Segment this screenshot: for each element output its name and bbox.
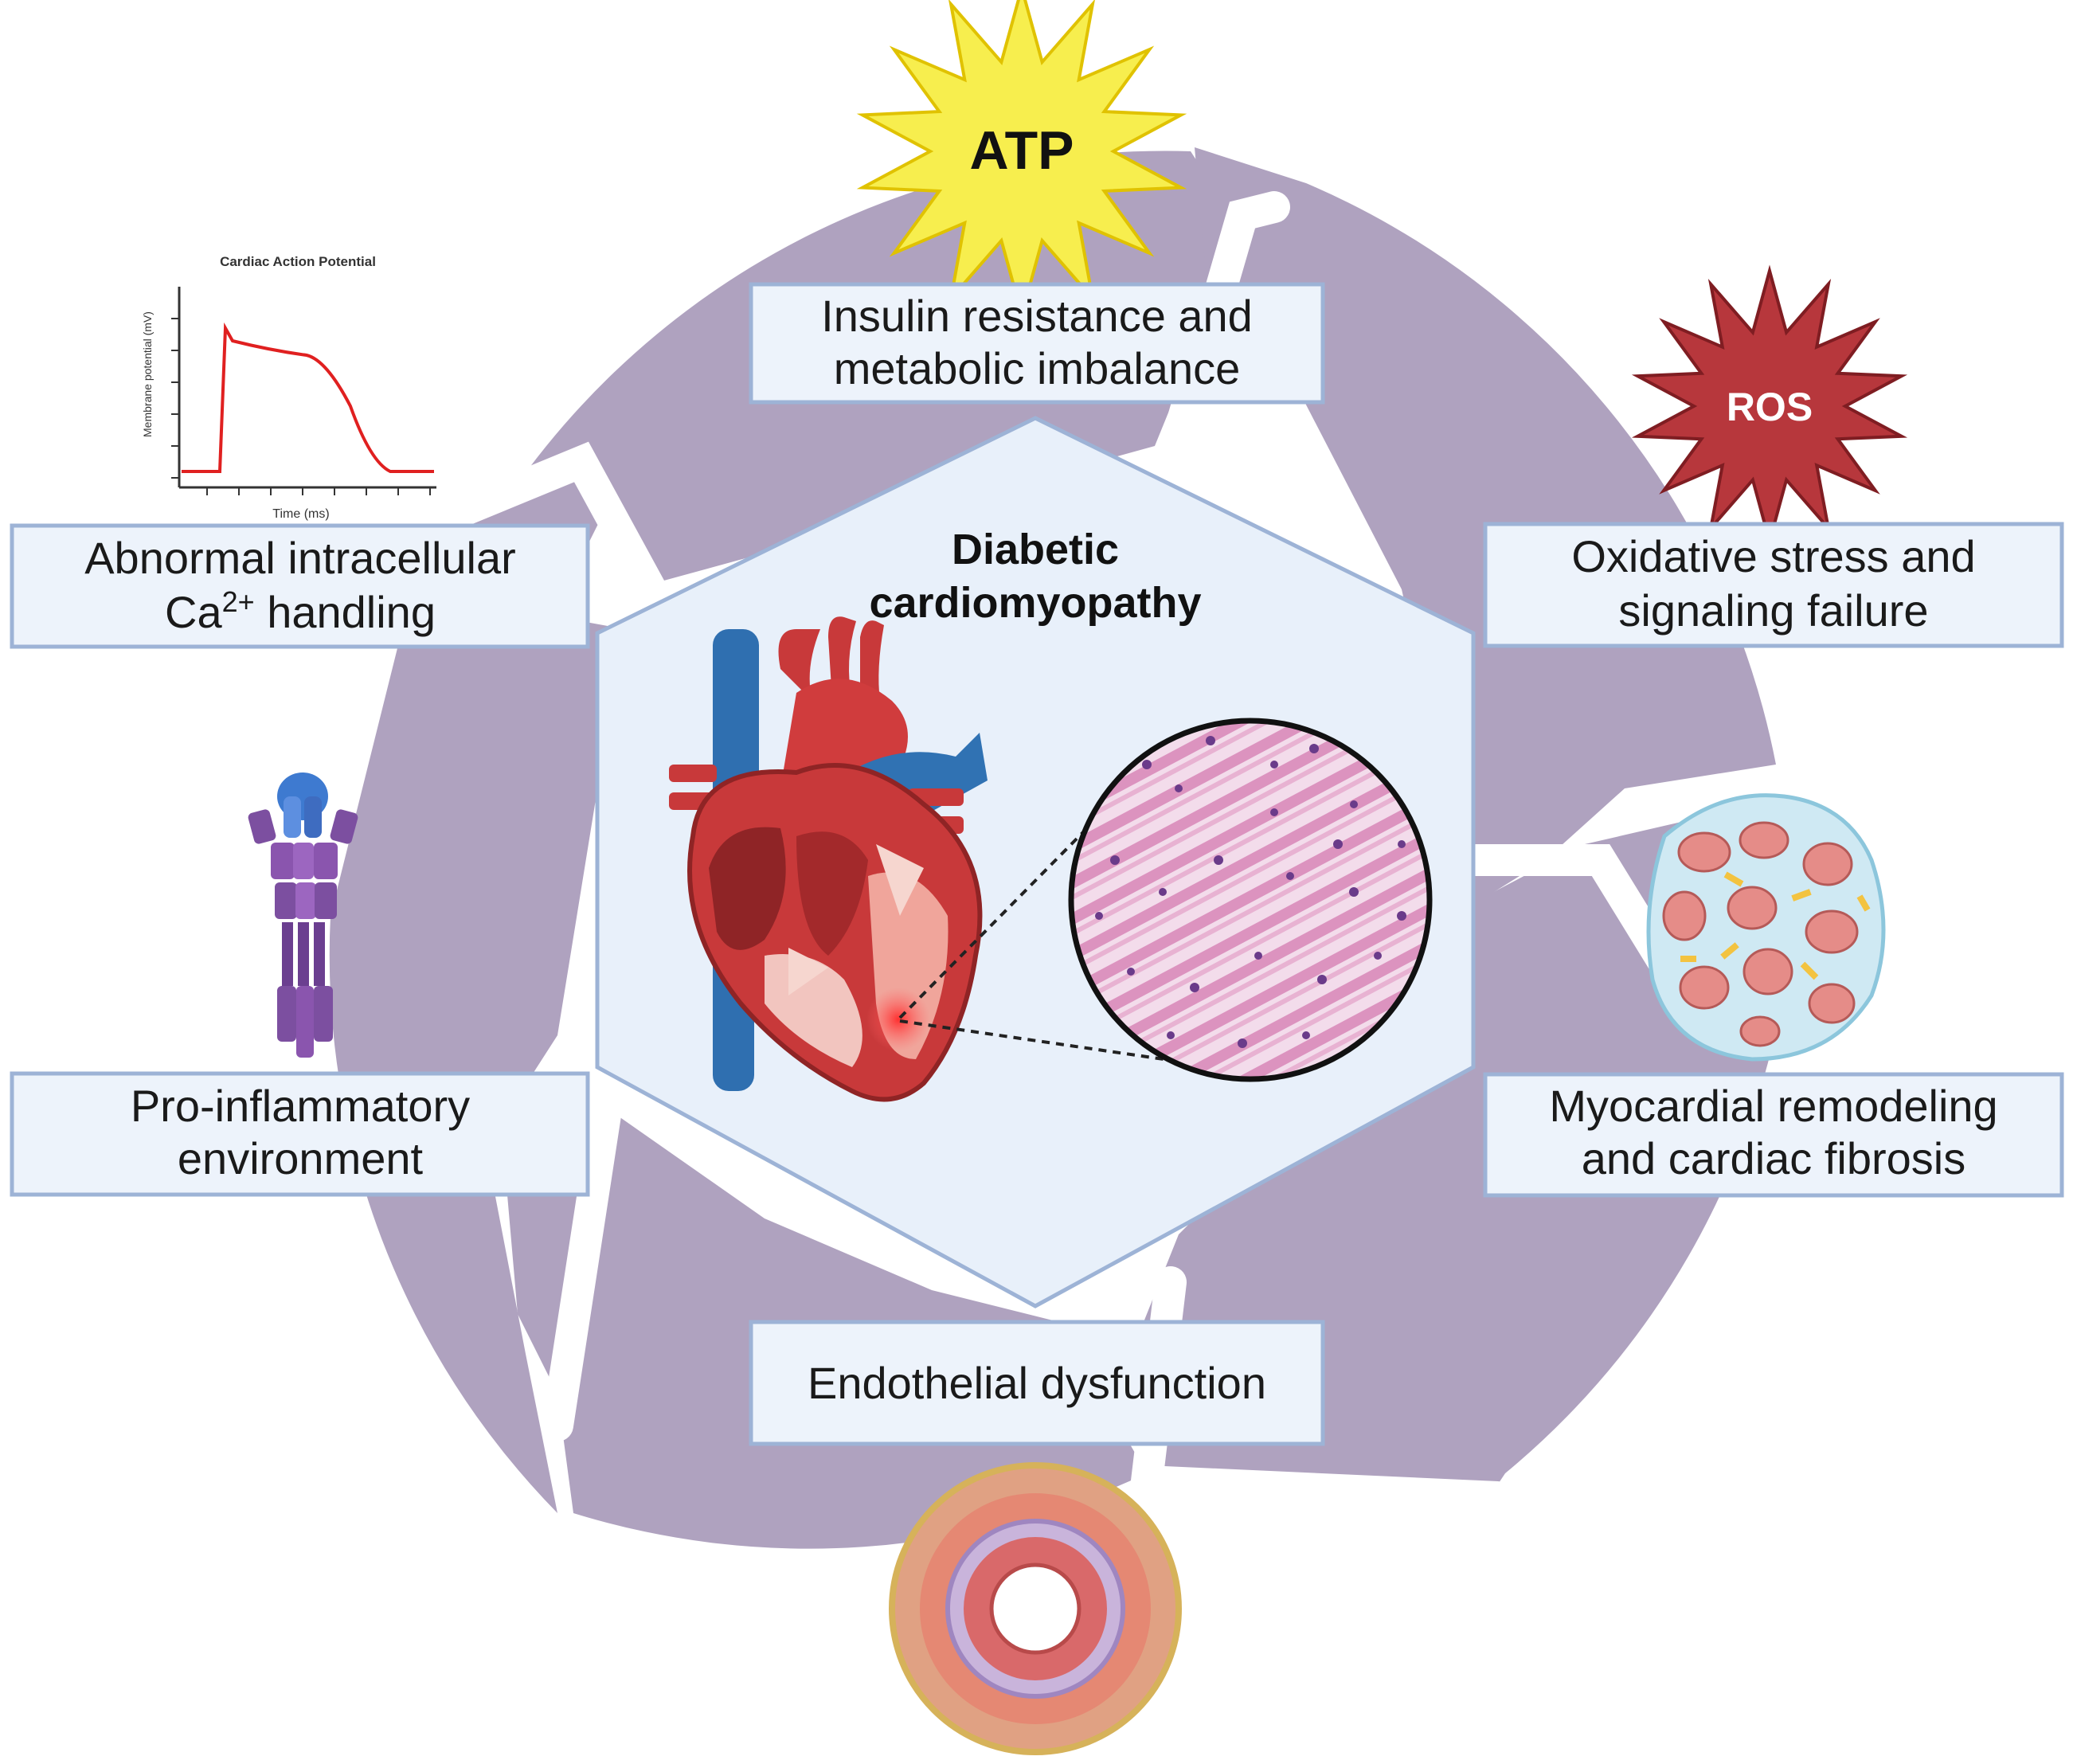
box-insulin-resistance: Insulin resistance and metabolic imbalan… xyxy=(749,282,1325,405)
box-oxidative-line1: Oxidative stress and xyxy=(1571,531,1975,581)
box-remodeling-line1: Myocardial remodeling xyxy=(1549,1081,1997,1131)
fibrosis-tissue-icon xyxy=(1646,793,1886,1062)
action-potential-title: Cardiac Action Potential xyxy=(220,254,376,269)
heart-illustration xyxy=(669,616,988,1102)
center-title-line1: Diabetic xyxy=(952,526,1119,573)
zoom-lines xyxy=(898,827,1219,1069)
box-calcium-handling: Abnormal intracellular Ca2+ handling xyxy=(10,523,590,649)
action-potential-ylabel: Membrane potential (mV) xyxy=(141,311,154,437)
box-endothelial-dysfunction: Endothelial dysfunction xyxy=(749,1320,1325,1446)
vessel-cross-section-icon xyxy=(889,1462,1182,1755)
action-potential-chart: Cardiac Action Potential Time (ms) Membr… xyxy=(119,239,454,526)
cycle-segment-left xyxy=(329,502,669,1513)
action-potential-xlabel: Time (ms) xyxy=(272,507,329,521)
box-oxidative-line2: signaling failure xyxy=(1618,585,1928,636)
histology-magnified xyxy=(1068,718,1433,1082)
box-calcium-line2: Ca2+ handling xyxy=(165,585,436,637)
box-remodeling-line2: and cardiac fibrosis xyxy=(1582,1133,1965,1183)
receptor-icon xyxy=(248,772,358,1058)
box-calcium-line1: Abnormal intracellular xyxy=(84,533,516,583)
atp-burst-icon: ATP xyxy=(856,0,1187,321)
center-title-line2: cardiomyopathy xyxy=(869,579,1201,627)
box-inflammatory-line2: environment xyxy=(178,1133,424,1183)
box-inflammatory-line1: Pro-inflammatory xyxy=(131,1081,470,1131)
ros-burst-icon: ROS xyxy=(1631,264,1908,548)
action-potential-trace xyxy=(182,322,434,473)
box-endothelial-line1: Endothelial dysfunction xyxy=(808,1358,1266,1408)
box-insulin-line1: Insulin resistance and xyxy=(821,291,1253,341)
box-insulin-line2: metabolic imbalance xyxy=(834,343,1240,393)
box-pro-inflammatory: Pro-inflammatory environment xyxy=(10,1071,590,1197)
ros-label: ROS xyxy=(1727,385,1813,429)
atp-label: ATP xyxy=(970,120,1074,181)
box-myocardial-remodeling: Myocardial remodeling and cardiac fibros… xyxy=(1483,1072,2064,1198)
box-oxidative-stress: Oxidative stress and signaling failure xyxy=(1483,522,2064,648)
